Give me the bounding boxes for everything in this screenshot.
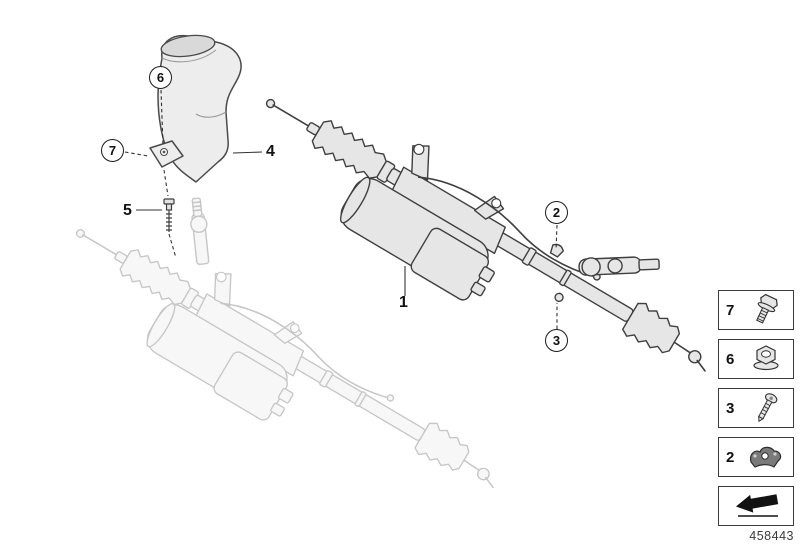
fastener-screw-part bbox=[163, 198, 175, 232]
legend-column: 7 6 bbox=[718, 290, 794, 526]
legend-item-6[interactable]: 6 bbox=[718, 339, 794, 379]
faded-input-shaft bbox=[190, 197, 210, 266]
steering-gear-details bbox=[549, 243, 660, 303]
air-duct-part bbox=[149, 34, 242, 183]
callout-2[interactable]: 2 bbox=[545, 201, 568, 224]
callout-5[interactable]: 5 bbox=[123, 202, 132, 219]
callout-3[interactable]: 3 bbox=[545, 329, 568, 352]
flange-nut-icon bbox=[742, 342, 790, 376]
callout-4[interactable]: 4 bbox=[266, 143, 275, 160]
callout-1[interactable]: 1 bbox=[399, 294, 408, 311]
legend-item-7[interactable]: 7 bbox=[718, 290, 794, 330]
legend-label-6: 6 bbox=[726, 350, 735, 368]
callout-6[interactable]: 6 bbox=[149, 66, 172, 89]
direction-arrow-icon bbox=[719, 493, 793, 519]
flange-bolt-icon bbox=[742, 293, 790, 327]
legend-item-2[interactable]: 2 bbox=[718, 437, 794, 477]
legend-item-3[interactable]: 3 bbox=[718, 388, 794, 428]
legend-label-2: 2 bbox=[726, 448, 735, 466]
legend-label-3: 3 bbox=[726, 399, 735, 417]
doc-number: 458443 bbox=[749, 529, 794, 543]
callout-7[interactable]: 7 bbox=[101, 139, 124, 162]
bracket-icon bbox=[742, 440, 790, 474]
direction-arrow-box[interactable] bbox=[718, 486, 794, 526]
screw-icon bbox=[742, 391, 790, 425]
legend-label-7: 7 bbox=[726, 301, 735, 319]
leader-lines bbox=[124, 89, 558, 329]
